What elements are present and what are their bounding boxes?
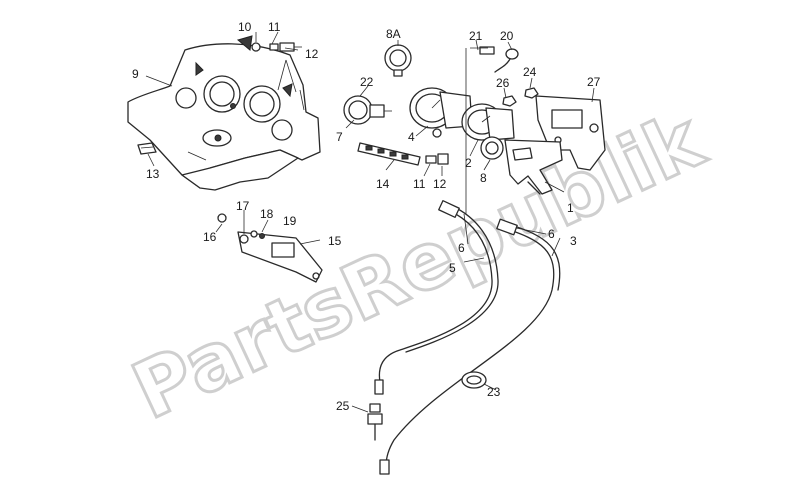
small-gauge-part-7-22 [343,95,392,125]
instrument-cover-part-9 [127,43,321,191]
warning-light-part-8 [480,136,504,160]
cable-clamp-part-23 [461,371,487,389]
callout-18: 18 [260,207,274,221]
callout-12a: 12 [305,47,319,61]
callout-21: 21 [469,29,483,43]
callout-9: 9 [132,67,139,81]
wire-bulb-parts-20-21 [479,46,519,73]
callout-2: 2 [465,156,472,170]
callout-15: 15 [328,234,342,248]
callout-1: 1 [567,201,574,215]
callout-25: 25 [336,399,350,413]
callout-19: 19 [283,214,297,228]
callout-14: 14 [376,177,390,191]
callout-6a: 6 [458,241,465,255]
main-bracket-part-1 [504,139,563,195]
callout-23: 23 [487,385,501,399]
callout-7: 7 [336,130,343,144]
callout-11a: 11 [268,20,281,34]
leader-lines [145,31,595,413]
drive-adapter-part-25 [367,403,383,441]
callout-labels: 1 2 3 4 5 6 6 7 8 8A 9 10 11 11 12 12 13… [132,20,601,413]
callout-10: 10 [238,20,252,34]
callout-8a: 8A [386,27,401,41]
lower-bracket-part-15 [217,213,323,283]
callout-24: 24 [523,65,537,79]
callout-4: 4 [408,130,415,144]
callout-6b: 6 [548,227,555,241]
callout-26: 26 [496,76,510,90]
light-strip-part-14 [357,142,421,166]
callout-11b: 11 [413,177,426,191]
indicator-part-8a [384,44,412,77]
callout-3: 3 [570,234,577,248]
callout-17: 17 [236,199,250,213]
callout-12b: 12 [433,177,447,191]
drive-cables-parts-3-5 [374,200,561,475]
callout-13: 13 [146,167,160,181]
callout-22: 22 [360,75,374,89]
callout-27: 27 [587,75,601,89]
callout-16: 16 [203,230,217,244]
callout-8: 8 [480,171,487,185]
callout-5: 5 [449,261,456,275]
bulb-holder-part-13 [137,142,157,155]
key-and-bulb-parts-10-11-12 [236,35,302,52]
tachometer-part-2 [461,103,515,141]
callout-20: 20 [500,29,514,43]
bulb-socket-lower [425,153,449,165]
mounting-bracket-part-27 [535,95,606,171]
